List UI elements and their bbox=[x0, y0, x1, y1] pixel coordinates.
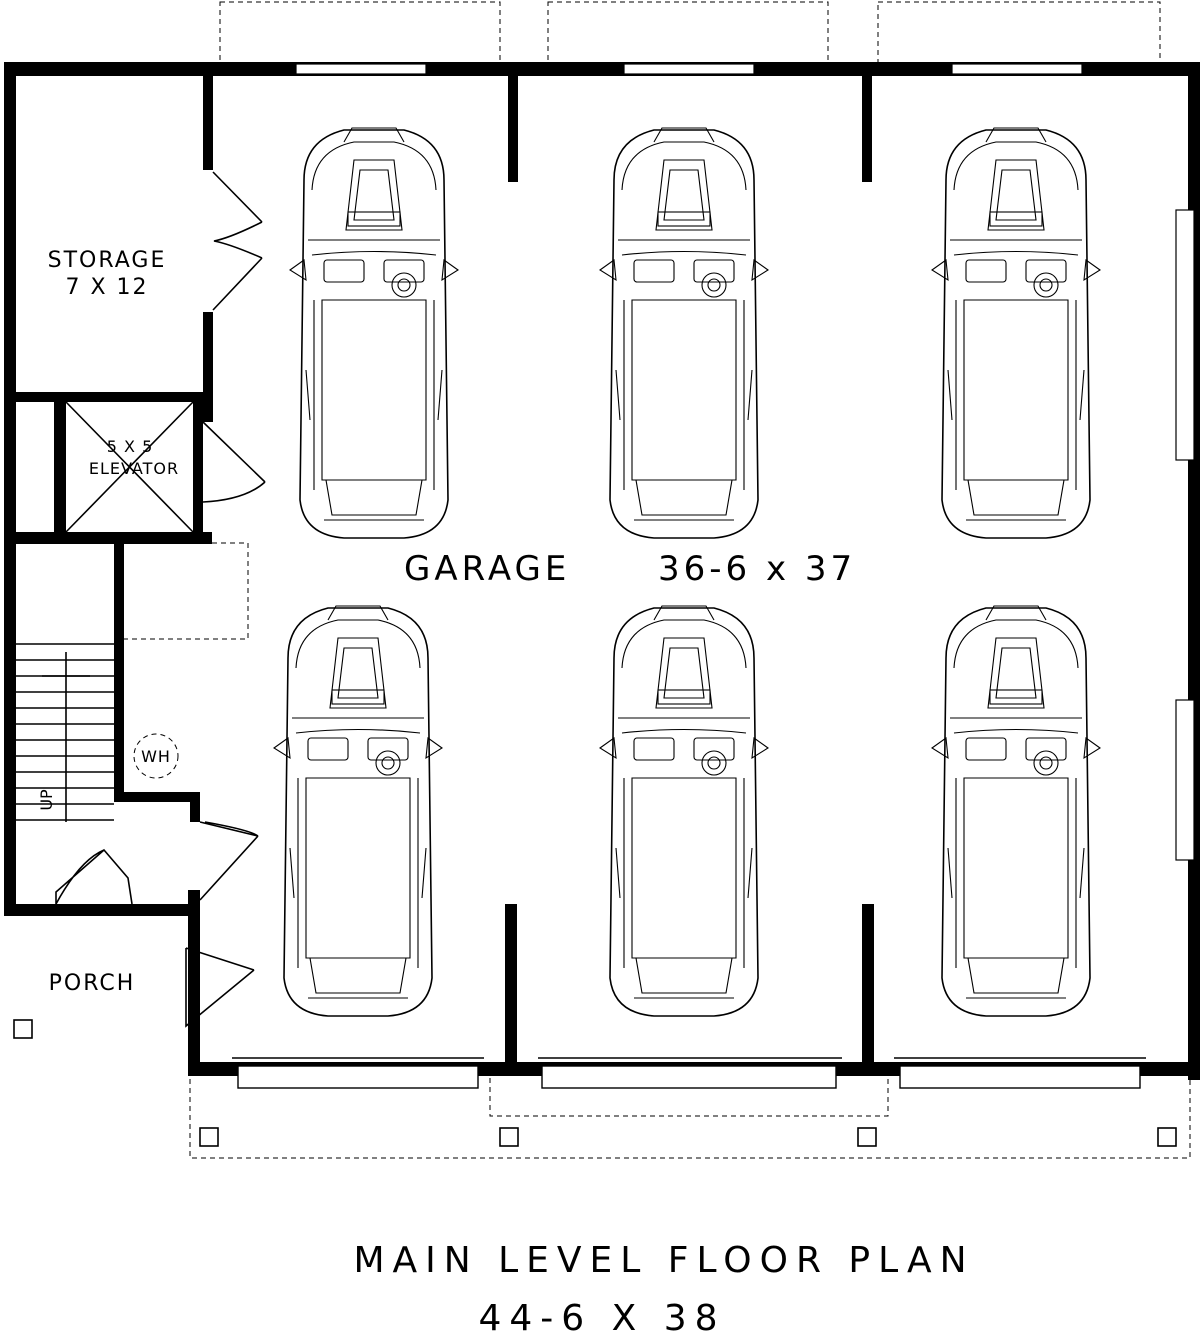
side-window-2 bbox=[1175, 699, 1195, 861]
water-heater-symbol bbox=[133, 733, 179, 779]
bay-divider-2-upper bbox=[862, 70, 872, 182]
bay-divider-2-lower bbox=[862, 904, 874, 1074]
wh-room-bottom-wall bbox=[114, 792, 200, 802]
car-top-left bbox=[289, 127, 459, 539]
elevator-right-wall bbox=[193, 392, 203, 542]
car-bottom-center bbox=[599, 605, 769, 1017]
elevator-shaft-x2 bbox=[65, 401, 194, 533]
wall-porch-right bbox=[188, 890, 200, 1076]
garage-size-label: 36-6 x 37 bbox=[658, 549, 856, 589]
rear-window-1 bbox=[295, 63, 427, 75]
car-top-right bbox=[931, 127, 1101, 539]
porch-label: PORCH bbox=[49, 971, 136, 996]
storage-bottom-wall bbox=[4, 392, 212, 402]
car-top-center bbox=[599, 127, 769, 539]
wh-room-right-wall bbox=[190, 792, 200, 822]
porch-post bbox=[13, 1019, 33, 1039]
elevator-size-label: 5 X 5 bbox=[107, 437, 154, 456]
post-3 bbox=[857, 1127, 877, 1147]
rear-overhang-left bbox=[219, 1, 501, 67]
stairs bbox=[16, 643, 114, 822]
storage-double-door bbox=[212, 171, 263, 311]
rear-window-2 bbox=[623, 63, 755, 75]
wall-porch-top bbox=[4, 904, 200, 916]
storage-label: STORAGE bbox=[48, 248, 167, 273]
wall-left bbox=[4, 62, 16, 916]
plan-title: MAIN LEVEL FLOOR PLAN bbox=[353, 1240, 974, 1281]
storage-right-wall-lower bbox=[203, 312, 213, 422]
elevator-landing-outline bbox=[121, 542, 249, 640]
porch-side-door bbox=[185, 947, 255, 1028]
garage-door-3 bbox=[899, 1065, 1141, 1089]
bay-divider-1-lower bbox=[505, 904, 517, 1074]
post-1 bbox=[199, 1127, 219, 1147]
garage-door-2 bbox=[541, 1065, 837, 1089]
stairs-up-label: UP bbox=[37, 789, 56, 811]
water-heater-label: WH bbox=[141, 747, 171, 766]
elevator-bottom-wall bbox=[4, 532, 212, 544]
elevator-door bbox=[202, 421, 266, 503]
side-window-1 bbox=[1175, 209, 1195, 461]
car-bottom-left bbox=[273, 605, 443, 1017]
rear-overhang-center bbox=[547, 1, 829, 67]
wh-room-door bbox=[199, 821, 259, 901]
wh-room-left-wall bbox=[114, 542, 124, 802]
post-2 bbox=[499, 1127, 519, 1147]
rear-window-3 bbox=[951, 63, 1083, 75]
storage-right-wall-upper bbox=[203, 70, 213, 170]
bay-divider-1-upper bbox=[508, 70, 518, 182]
car-bottom-right bbox=[931, 605, 1101, 1017]
rear-overhang-right bbox=[877, 1, 1161, 67]
storage-size-label: 7 X 12 bbox=[65, 275, 148, 300]
elevator-label: ELEVATOR bbox=[89, 459, 179, 478]
garage-door-1 bbox=[237, 1065, 479, 1089]
elevator-left-wall bbox=[54, 392, 66, 540]
garage-label: GARAGE bbox=[404, 549, 570, 589]
porch-entry-door bbox=[55, 848, 133, 905]
post-4 bbox=[1157, 1127, 1177, 1147]
plan-size: 44-6 X 38 bbox=[478, 1298, 725, 1339]
